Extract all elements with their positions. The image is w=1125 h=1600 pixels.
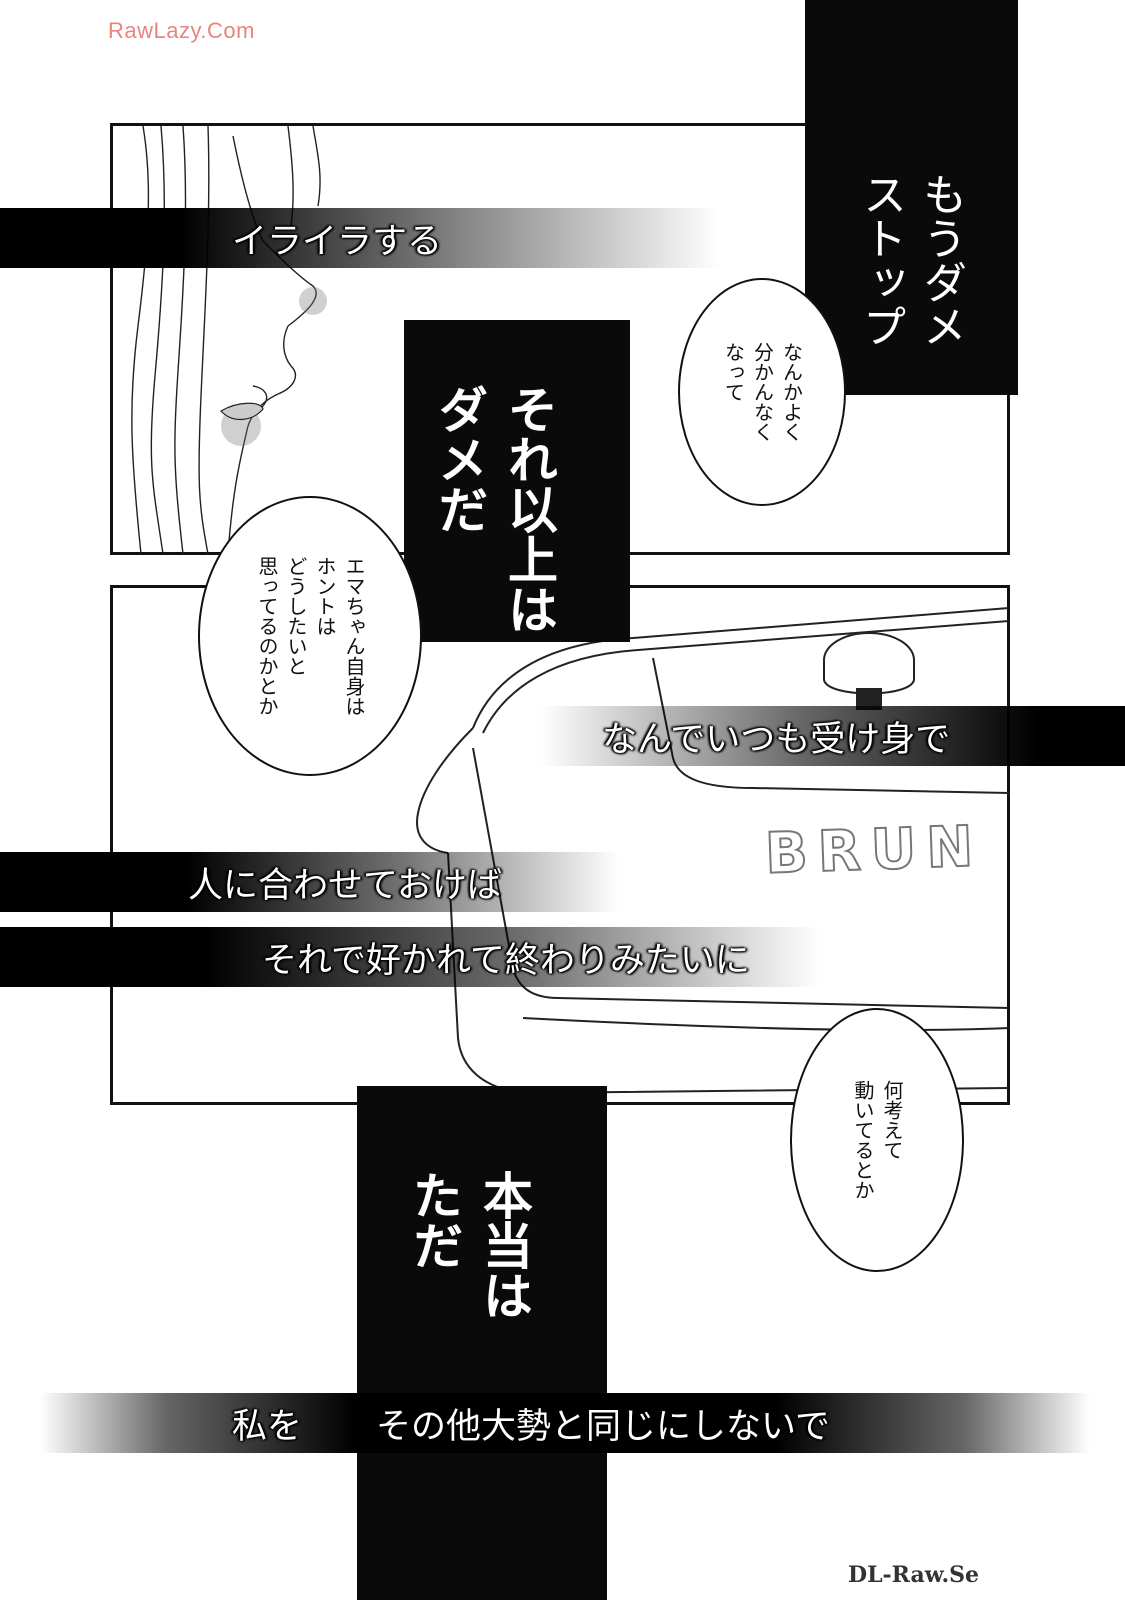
black-block-bottom: 本当は ただ: [357, 1086, 607, 1600]
band-hito-ni: 人に合わせておけば: [0, 852, 620, 912]
face-illustration: [131, 126, 327, 554]
grill-logo-text: BRUN: [763, 813, 985, 888]
watermark-top: RawLazy.Com: [108, 18, 255, 43]
caption-hontou-wa: 本当は ただ: [405, 1170, 533, 1320]
speech-bubble-ema-chan: エマちゃん自身は ホントは どうしたいと 思ってるのかとか: [198, 496, 422, 776]
band-text-hito-ni: 人に合わせておけば: [188, 865, 502, 906]
speech-bubble-nani-kangaete: 何考えて 動いてるとか: [790, 1008, 964, 1272]
bubble-text-ema-chan: エマちゃん自身は ホントは どうしたいと 思ってるのかとか: [255, 556, 366, 716]
bubble-text-nani-kangaete: 何考えて 動いてるとか: [851, 1080, 904, 1200]
band-text-iraira: イライラする: [232, 221, 443, 262]
band-text-watashi-wo: 私を: [232, 1406, 303, 1447]
band-text-nande-itsumo: なんでいつも受け身で: [602, 719, 951, 760]
caption-sore-ijou: それ以上は ダメだ: [430, 384, 558, 634]
band-sore-de: それで好かれて終わりみたいに: [0, 927, 820, 987]
caption-mou-dame: もうダメ ストップ: [855, 172, 966, 348]
band-nande-itsumo: なんでいつも受け身で: [540, 706, 1125, 766]
band-watashi-wo: 私を その他大勢と同じにしないで: [40, 1393, 1090, 1453]
speech-bubble-nanka-yoku: なんかよく 分かんなく なって: [678, 278, 846, 506]
band-text-sore-de: それで好かれて終わりみたいに: [262, 940, 750, 981]
band-iraira: イライラする: [0, 208, 720, 268]
watermark-bottom: DL-Raw.Se: [848, 1562, 979, 1588]
black-block-middle: それ以上は ダメだ: [404, 320, 630, 642]
black-block-top-right: もうダメ ストップ: [805, 0, 1018, 395]
bubble-text-nanka-yoku: なんかよく 分かんなく なって: [721, 342, 804, 442]
band-text-sono-hoka: その他大勢と同じにしないで: [376, 1406, 830, 1447]
